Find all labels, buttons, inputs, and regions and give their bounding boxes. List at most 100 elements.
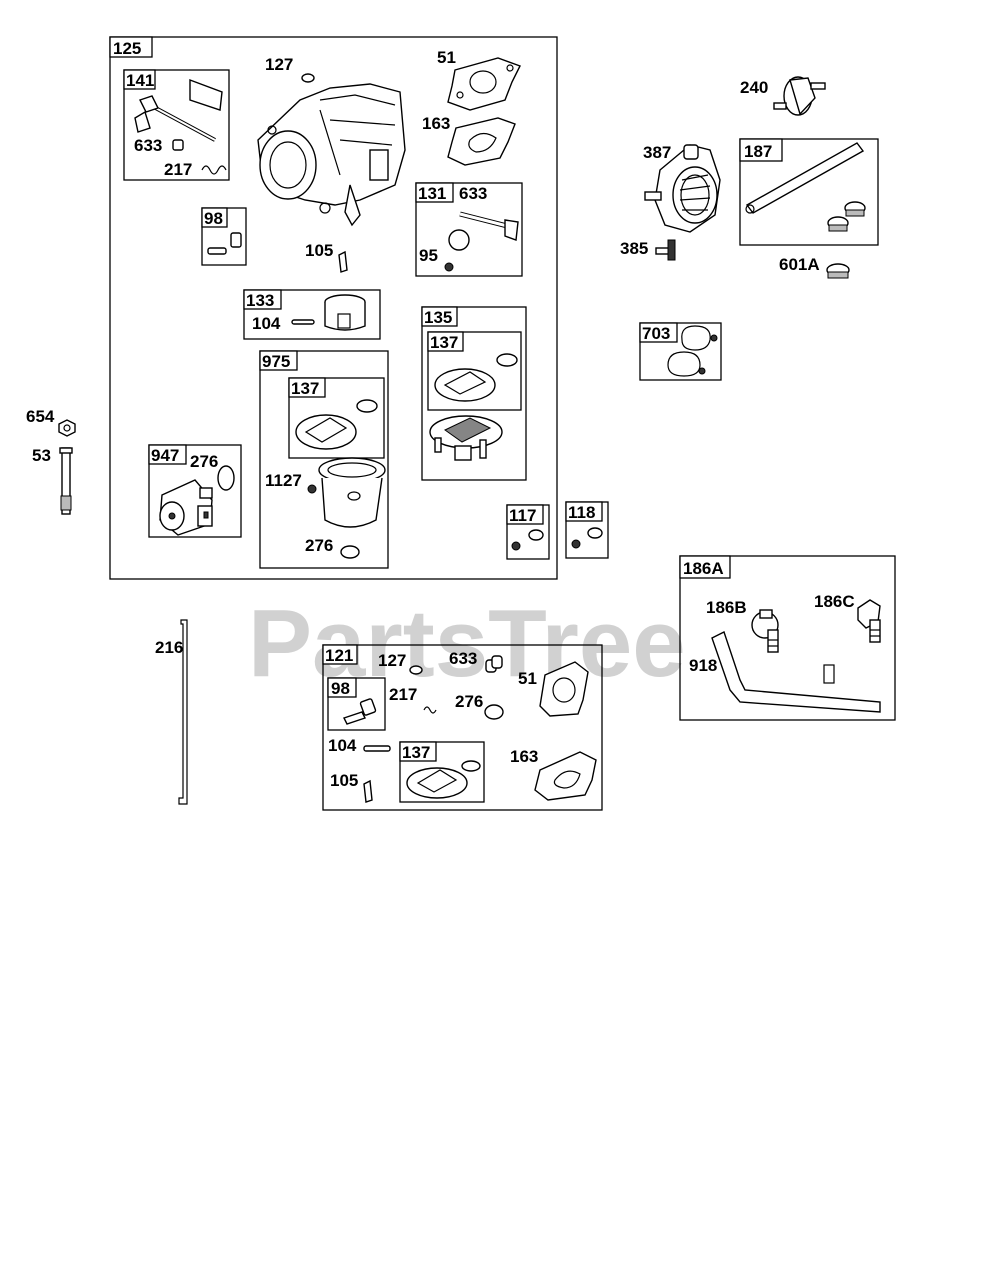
screw-1127[interactable] — [307, 484, 317, 494]
pin-104[interactable] — [291, 319, 315, 325]
pin-104-121[interactable] — [363, 745, 391, 752]
callout-240[interactable]: 240 — [740, 78, 768, 97]
callout-633-131[interactable]: 633 — [459, 184, 487, 203]
callout-276-121[interactable]: 276 — [455, 692, 483, 711]
callout-186b[interactable]: 186B — [706, 598, 747, 617]
callout-654[interactable]: 654 — [26, 407, 55, 426]
gasket-163[interactable] — [447, 117, 516, 166]
callout-104-121[interactable]: 104 — [328, 736, 357, 755]
choke-shaft-131[interactable] — [448, 211, 519, 251]
gasket-kit-137-975[interactable] — [295, 399, 378, 450]
throttle-shaft-141[interactable] — [134, 78, 223, 142]
group-141-box — [123, 69, 230, 181]
callout-276-947[interactable]: 276 — [190, 452, 218, 471]
hose-clamp-601a[interactable] — [826, 263, 850, 279]
washer-117[interactable] — [528, 529, 544, 541]
callout-276-975[interactable]: 276 — [305, 536, 333, 555]
callout-98-121[interactable]: 98 — [331, 679, 350, 698]
callout-127-121[interactable]: 127 — [378, 651, 406, 670]
screw-95[interactable] — [444, 262, 454, 272]
callout-975[interactable]: 975 — [262, 352, 290, 371]
fitting-186c[interactable] — [857, 599, 881, 643]
callout-125[interactable]: 125 — [113, 39, 141, 58]
washer-118[interactable] — [587, 527, 603, 539]
callout-163-121[interactable]: 163 — [510, 747, 538, 766]
governor-link-216[interactable] — [178, 619, 188, 805]
callout-216[interactable]: 216 — [155, 638, 183, 657]
hose-918[interactable] — [711, 631, 881, 713]
callout-133[interactable]: 133 — [246, 291, 274, 310]
callout-633[interactable]: 633 — [134, 136, 162, 155]
washer-276-975[interactable] — [340, 545, 360, 559]
callout-137-135[interactable]: 137 — [430, 333, 458, 352]
callout-117[interactable]: 117 — [509, 506, 536, 525]
callout-387[interactable]: 387 — [643, 143, 671, 162]
filter-element-186a[interactable] — [823, 664, 835, 684]
fuel-line-187[interactable] — [745, 142, 865, 214]
hose-clamps-187[interactable] — [827, 201, 866, 232]
stud-53[interactable] — [59, 447, 73, 515]
callout-137-975[interactable]: 137 — [291, 379, 319, 398]
callout-118[interactable]: 118 — [568, 503, 595, 522]
callout-105[interactable]: 105 — [305, 241, 333, 260]
group-125-box — [109, 36, 558, 580]
fuel-filter-240[interactable] — [773, 76, 826, 116]
carburetor-body[interactable] — [257, 83, 406, 227]
gasket-51[interactable] — [447, 57, 521, 111]
callout-121[interactable]: 121 — [325, 646, 353, 665]
callout-141[interactable]: 141 — [126, 71, 154, 90]
fuel-pump-387[interactable] — [644, 144, 721, 233]
nut-654[interactable] — [58, 419, 76, 437]
group-98-tab — [201, 207, 228, 228]
callout-98[interactable]: 98 — [204, 209, 223, 228]
callout-217[interactable]: 217 — [164, 160, 192, 179]
float-bowl-base-135[interactable] — [429, 415, 503, 461]
clamps-703[interactable] — [667, 325, 718, 377]
screw-117[interactable] — [511, 541, 521, 551]
callout-385[interactable]: 385 — [620, 239, 648, 258]
screw-385[interactable] — [655, 239, 676, 261]
callout-217-121[interactable]: 217 — [389, 685, 417, 704]
gasket-51-121[interactable] — [539, 661, 589, 717]
callout-137-121[interactable]: 137 — [402, 743, 430, 762]
float-133[interactable] — [324, 294, 366, 331]
gasket-163-121[interactable] — [534, 751, 597, 801]
callout-131[interactable]: 131 — [418, 184, 446, 203]
callout-186a[interactable]: 186A — [683, 559, 724, 578]
gasket-kit-137-121[interactable] — [406, 760, 481, 799]
callout-186c[interactable]: 186C — [814, 592, 855, 611]
fitting-186b[interactable] — [751, 609, 779, 653]
bushing-633-121[interactable] — [485, 655, 503, 673]
callout-53[interactable]: 53 — [32, 446, 51, 465]
callout-127[interactable]: 127 — [265, 55, 293, 74]
callout-947[interactable]: 947 — [151, 446, 179, 465]
gasket-kit-137-135[interactable] — [434, 353, 518, 402]
o-ring-127-121[interactable] — [409, 665, 423, 675]
callout-163[interactable]: 163 — [422, 114, 450, 133]
screw-118[interactable] — [571, 539, 581, 549]
washer-276-947[interactable] — [217, 465, 235, 491]
callout-135[interactable]: 135 — [424, 308, 452, 327]
spring-217[interactable] — [201, 165, 227, 175]
needle-105-121[interactable] — [363, 779, 373, 803]
callout-1127[interactable]: 1127 — [265, 471, 302, 490]
screw-98-121[interactable] — [343, 698, 377, 725]
solenoid-947[interactable] — [159, 479, 213, 536]
o-ring-127[interactable] — [301, 73, 315, 83]
callout-633-121[interactable]: 633 — [449, 649, 477, 668]
needle-105[interactable] — [338, 250, 348, 273]
washer-276-121[interactable] — [484, 704, 504, 720]
fuel-bowl-975[interactable] — [318, 457, 386, 528]
bushing-633[interactable] — [172, 139, 184, 151]
callout-703[interactable]: 703 — [642, 324, 670, 343]
callout-601a[interactable]: 601A — [779, 255, 820, 274]
spring-217-121[interactable] — [423, 706, 437, 714]
screw-98[interactable] — [207, 232, 242, 255]
callout-187[interactable]: 187 — [744, 142, 772, 161]
callout-51-121[interactable]: 51 — [518, 669, 537, 688]
callout-105-121[interactable]: 105 — [330, 771, 358, 790]
callout-918[interactable]: 918 — [689, 656, 717, 675]
callout-51[interactable]: 51 — [437, 48, 456, 67]
callout-104[interactable]: 104 — [252, 314, 281, 333]
callout-95[interactable]: 95 — [419, 246, 438, 265]
